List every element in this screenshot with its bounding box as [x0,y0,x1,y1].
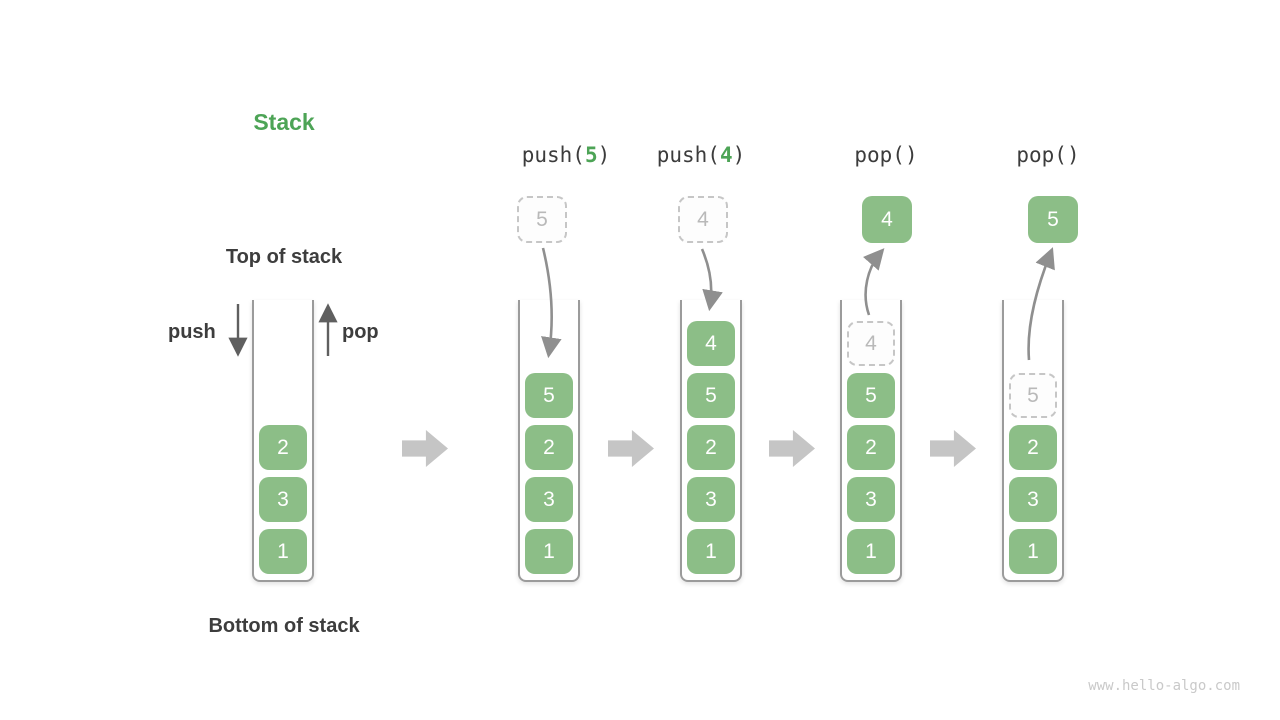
stack-item: 2 [687,425,735,470]
op-post: ) [1066,143,1080,167]
box-value: 5 [536,207,548,231]
box-value: 2 [1027,435,1039,459]
top-of-stack-label: Top of stack [225,246,343,268]
stack-item-popped: 4 [847,321,895,366]
box-value: 4 [865,331,877,355]
stack-container-after-pop-4: 4 5 2 3 1 [840,300,902,582]
stack-item: 2 [847,425,895,470]
next-step-arrow-icon [608,430,654,467]
stack-item: 3 [259,477,307,522]
box-value: 5 [1027,383,1039,407]
stack-container-after-push-5: 5 2 3 1 [518,300,580,582]
stack-container-initial: 2 3 1 [252,300,314,582]
box-value: 1 [705,539,717,563]
box-value: 5 [1047,207,1059,231]
push-label: push [168,321,216,343]
box-value: 3 [865,487,877,511]
op-pre: pop( [854,143,905,167]
op-arg: 4 [719,143,733,167]
op-post: ) [597,143,611,167]
stack-item: 3 [1009,477,1057,522]
floating-value-box: 4 [862,196,912,243]
box-value: 4 [881,207,893,231]
box-value: 3 [277,487,289,511]
op-label-push-4: push(4) [657,143,746,167]
stack-item: 1 [1009,529,1057,574]
next-step-arrow-icon [769,430,815,467]
floating-value-box: 5 [1028,196,1078,243]
floating-value-box: 4 [678,196,728,243]
box-value: 2 [277,435,289,459]
box-value: 1 [543,539,555,563]
op-post: ) [732,143,746,167]
stack-item: 3 [847,477,895,522]
box-value: 1 [865,539,877,563]
op-pre: push( [521,143,585,167]
push-4-curve-arrow-icon [700,248,723,312]
stack-item: 5 [687,373,735,418]
box-value: 2 [543,435,555,459]
op-label-pop-2: pop() [1016,143,1079,167]
next-step-arrow-icon [930,430,976,467]
box-value: 4 [697,207,709,231]
stack-item: 2 [1009,425,1057,470]
stack-item: 2 [259,425,307,470]
box-value: 5 [865,383,877,407]
stack-container-after-pop-5: 5 2 3 1 [1002,300,1064,582]
op-arg: 5 [584,143,598,167]
box-value: 5 [705,383,717,407]
op-label-pop-1: pop() [854,143,917,167]
bottom-of-stack-label: Bottom of stack [208,615,360,637]
op-pre: pop( [1016,143,1067,167]
diagram-title: Stack [253,109,315,135]
box-value: 2 [865,435,877,459]
box-value: 2 [705,435,717,459]
box-value: 5 [543,383,555,407]
op-post: ) [904,143,918,167]
stack-item: 3 [687,477,735,522]
stack-container-after-push-4: 4 5 2 3 1 [680,300,742,582]
stack-item: 2 [525,425,573,470]
stack-item: 5 [525,373,573,418]
op-pre: push( [656,143,720,167]
next-step-arrow-icon [402,430,448,467]
stack-item: 4 [687,321,735,366]
box-value: 1 [1027,539,1039,563]
box-value: 3 [543,487,555,511]
stack-item: 1 [259,529,307,574]
box-value: 4 [705,331,717,355]
stack-item-popped: 5 [1009,373,1057,418]
floating-value-box: 5 [517,196,567,243]
box-value: 3 [705,487,717,511]
stack-item: 1 [687,529,735,574]
watermark: www.hello-algo.com [1088,678,1240,694]
box-value: 1 [277,539,289,563]
box-value: 3 [1027,487,1039,511]
op-label-push-5: push(5) [522,143,611,167]
stack-item: 1 [525,529,573,574]
stack-item: 1 [847,529,895,574]
stack-item: 3 [525,477,573,522]
pop-label: pop [342,321,379,343]
stack-item: 5 [847,373,895,418]
